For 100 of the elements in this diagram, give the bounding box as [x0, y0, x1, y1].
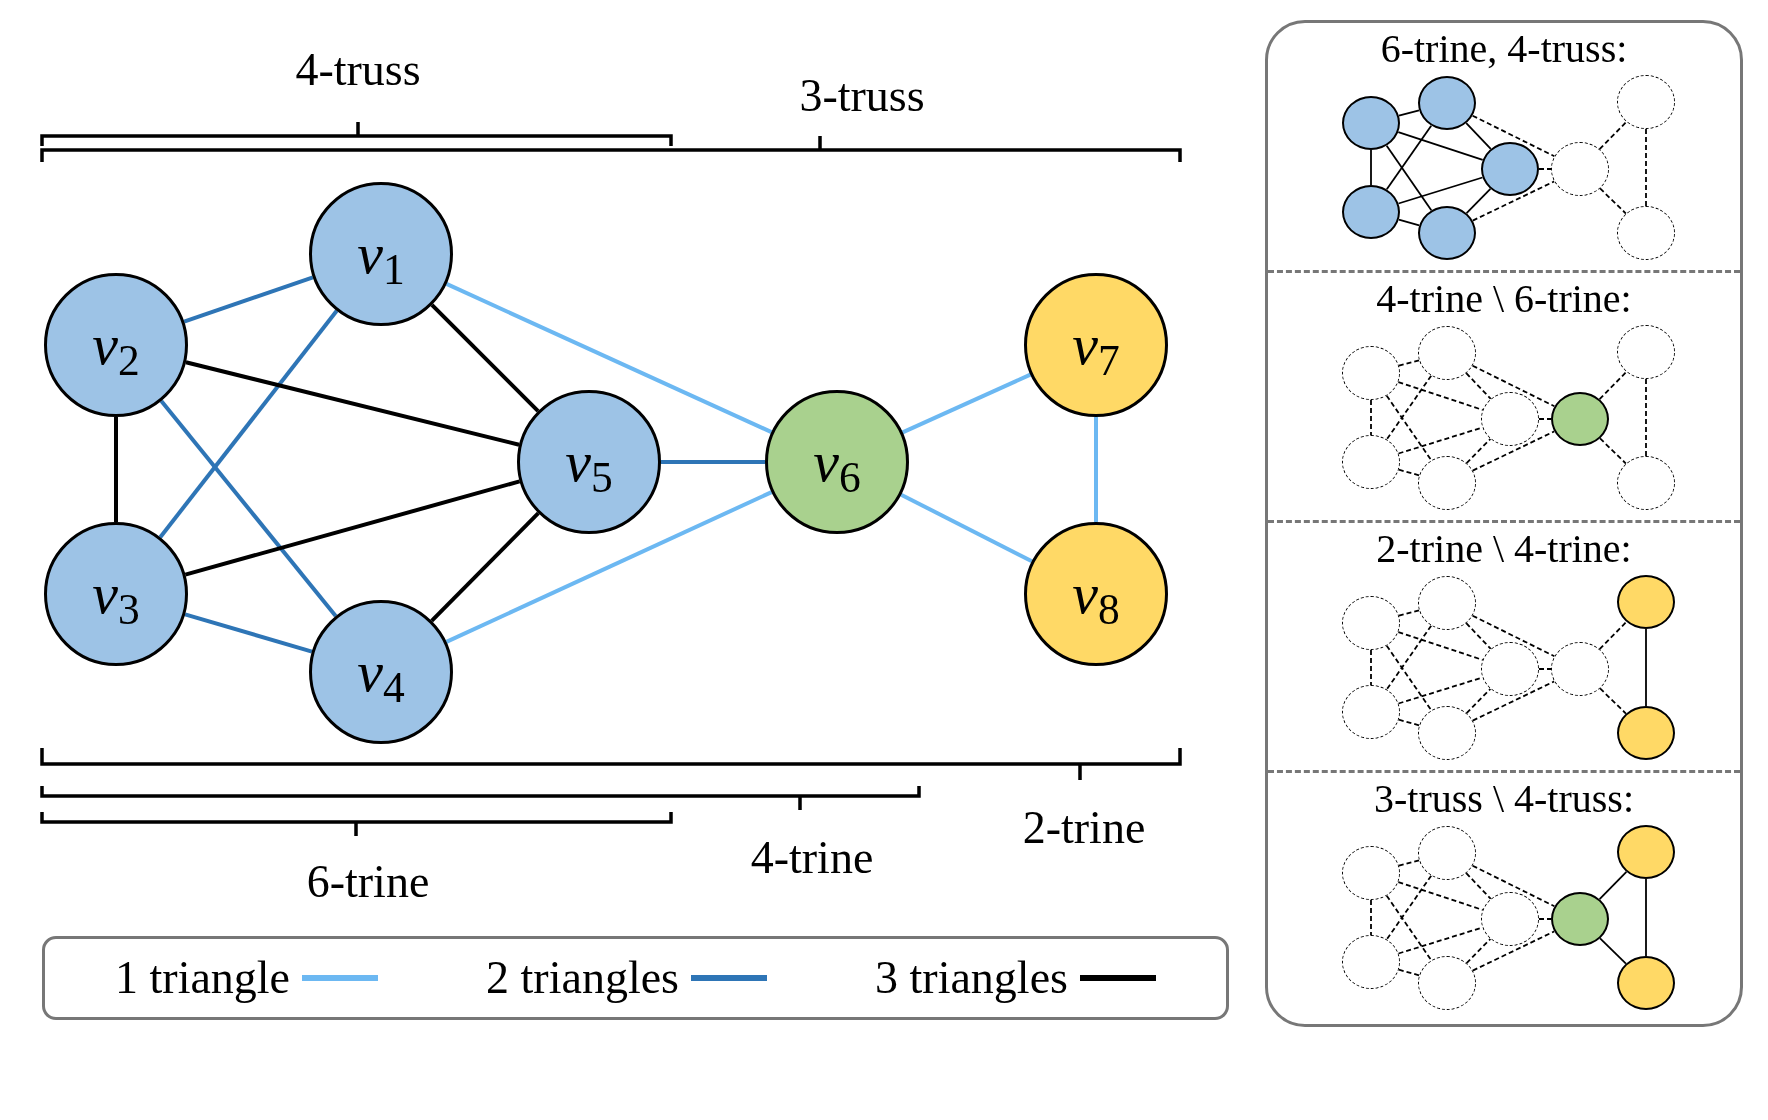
graph-edge: [159, 399, 338, 618]
vertex-label: v$_{2}$: [92, 316, 140, 374]
graph-edge: [1094, 417, 1098, 522]
graph-edge: [1598, 371, 1628, 400]
graph-edge: [1398, 859, 1420, 867]
section-heading: 6-trine, 4-truss:: [1379, 29, 1629, 69]
graph-vertex: [1551, 642, 1609, 696]
graph-edge: [1471, 930, 1556, 972]
graph-edge: [1385, 124, 1433, 191]
graph-vertex: [1481, 392, 1539, 446]
section-heading: 4-trine \ 6-trine:: [1375, 279, 1633, 319]
section-heading: 3-truss \ 4-truss:: [1373, 779, 1635, 819]
graph-edge: [661, 460, 765, 464]
graph-edge: [1397, 718, 1421, 727]
graph-edge: [1598, 121, 1628, 150]
legend-text: 1 triangle: [115, 955, 291, 1001]
graph-edge: [1398, 359, 1420, 367]
graph-edge: [158, 309, 339, 539]
graph-edge: [1397, 131, 1484, 161]
graph-edge: [1370, 649, 1372, 686]
graph-edge: [1599, 687, 1627, 715]
graph-edge: [1471, 680, 1556, 722]
vertex-label: v$_{8}$: [1072, 565, 1120, 623]
graph-edge: [1471, 364, 1556, 408]
graph-vertex: [1617, 825, 1675, 879]
graph-edge: [1465, 622, 1492, 650]
graph-edge: [1598, 621, 1628, 650]
vertex-label: v$_{3}$: [92, 565, 140, 623]
graph-vertex: [1481, 642, 1539, 696]
graph-edge: [1385, 894, 1433, 962]
graph-vertex: [1481, 142, 1539, 196]
vertex-label: v$_{4}$: [357, 643, 405, 701]
graph-edge: [1385, 644, 1433, 712]
graph-edge: [183, 275, 314, 324]
graph-edge: [114, 417, 118, 522]
graph-edge: [1465, 872, 1492, 900]
graph-edge: [1471, 864, 1556, 908]
side-panel: [1265, 20, 1743, 1027]
legend-text: 2 triangles: [486, 955, 679, 1001]
graph-edge: [1397, 218, 1421, 227]
graph-edge: [1398, 609, 1420, 617]
graph-vertex: [1481, 892, 1539, 946]
vertex-label: v$_{5}$: [565, 433, 613, 491]
graph-vertex: [1342, 96, 1400, 150]
graph-edge: [1599, 437, 1627, 465]
graph-edge: [1598, 871, 1628, 900]
graph-edge: [1645, 378, 1647, 457]
graph-edge: [1471, 430, 1556, 472]
graph-edge: [1465, 372, 1492, 400]
graph-edge: [1471, 180, 1556, 222]
graph-vertex: [1418, 206, 1476, 260]
graph-edge: [1538, 918, 1552, 920]
graph-vertex: [1617, 575, 1675, 629]
graph-edge: [1645, 128, 1647, 207]
graph-vertex: [1617, 956, 1675, 1010]
section-heading: 2-trine \ 4-trine:: [1375, 529, 1633, 569]
graph-edge: [1465, 938, 1492, 964]
graph-edge: [1465, 438, 1492, 464]
graph-vertex: [1342, 185, 1400, 239]
graph-vertex: [1551, 142, 1609, 196]
bracket-label: 4-trine: [750, 835, 874, 881]
graph-edge: [430, 303, 540, 413]
graph-edge: [1538, 168, 1552, 170]
graph-edge: [1599, 187, 1627, 215]
graph-edge: [1385, 144, 1433, 212]
legend-text: 3 triangles: [875, 955, 1068, 1001]
bracket-label: 4-truss: [295, 47, 421, 93]
graph-edge: [1397, 176, 1484, 205]
graph-edge: [1465, 188, 1492, 214]
graph-edge: [1538, 418, 1552, 420]
graph-edge: [1465, 688, 1492, 714]
graph-edge: [1397, 968, 1421, 977]
graph-edge: [1645, 628, 1647, 707]
graph-vertex: [1418, 76, 1476, 130]
graph-edge: [1397, 468, 1421, 477]
graph-edge: [1370, 149, 1372, 186]
graph-edge: [1370, 399, 1372, 436]
graph-edge: [1599, 937, 1627, 965]
graph-edge: [1385, 874, 1433, 941]
graph-edge: [900, 492, 1033, 564]
bracket-label: 2-trine: [1022, 805, 1146, 851]
graph-edge: [901, 372, 1032, 435]
graph-edge: [430, 511, 540, 623]
bracket-label: 6-trine: [306, 859, 430, 905]
graph-edge: [1398, 109, 1420, 117]
graph-edge: [1538, 668, 1552, 670]
graph-edge: [1465, 122, 1492, 150]
graph-vertex: [1551, 392, 1609, 446]
vertex-label: v$_{6}$: [813, 433, 861, 491]
graph-edge: [1645, 878, 1647, 957]
graph-edge: [1385, 374, 1433, 441]
bracket-label: 3-truss: [799, 73, 925, 119]
graph-vertex: [1551, 892, 1609, 946]
graph-edge: [1471, 114, 1556, 158]
graph-vertex: [1617, 706, 1675, 760]
graph-edge: [445, 490, 773, 644]
graph-edge: [1370, 899, 1372, 936]
vertex-label: v$_{7}$: [1072, 316, 1120, 374]
vertex-label: v$_{1}$: [357, 225, 405, 283]
graph-edge: [1385, 394, 1433, 462]
